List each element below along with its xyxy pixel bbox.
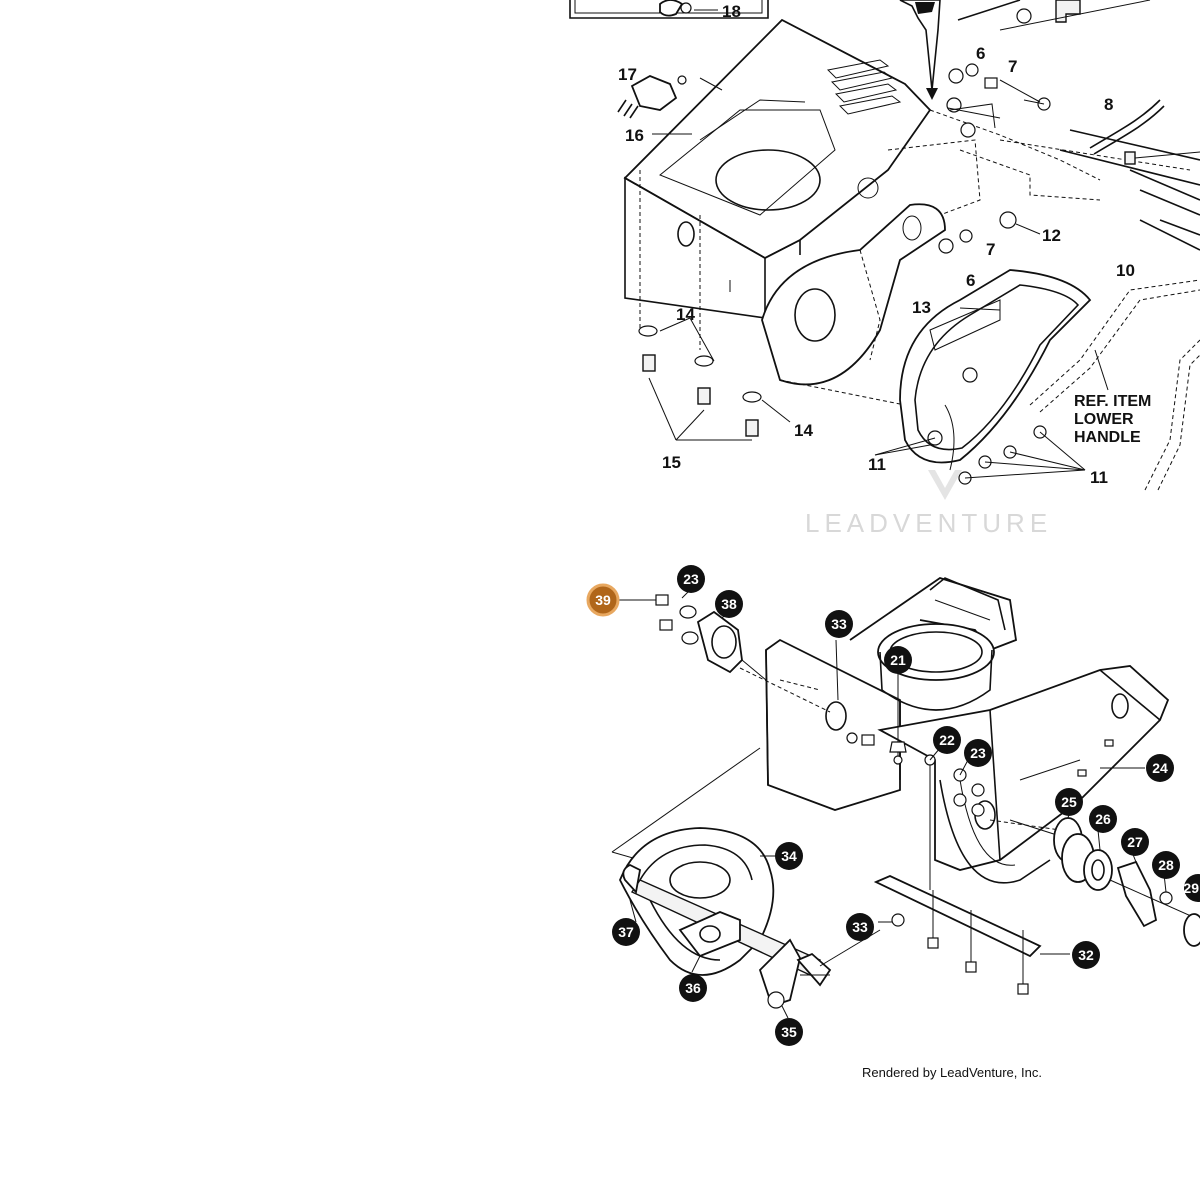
callout-28[interactable]: 28 <box>1152 851 1180 879</box>
callout-33-number: 33 <box>831 616 847 632</box>
ref-item-line-3: HANDLE <box>1074 429 1141 446</box>
render-credit: Rendered by LeadVenture, Inc. <box>862 1065 1042 1080</box>
callout-23-second-number: 23 <box>970 745 986 761</box>
callout-27[interactable]: 27 <box>1121 828 1149 856</box>
part-label-11a: 11 <box>868 455 886 474</box>
part-label-7: 7 <box>1008 57 1017 76</box>
callout-34[interactable]: 34 <box>775 842 803 870</box>
callout-37[interactable]: 37 <box>612 918 640 946</box>
callout-35[interactable]: 35 <box>775 1018 803 1046</box>
ref-item-line-1: REF. ITEM <box>1074 393 1151 410</box>
part-label-6: 6 <box>976 44 985 63</box>
callout-32[interactable]: 32 <box>1072 941 1100 969</box>
callout-26[interactable]: 26 <box>1089 805 1117 833</box>
part-label-17: 17 <box>618 65 637 84</box>
callout-36[interactable]: 36 <box>679 974 707 1002</box>
callout-39-number: 39 <box>595 592 611 608</box>
callout-33-second-number: 33 <box>852 919 868 935</box>
callout-22-number: 22 <box>939 732 955 748</box>
part-label-10: 10 <box>1116 261 1135 280</box>
callout-33-second[interactable]: 33 <box>846 913 874 941</box>
callout-33[interactable]: 33 <box>825 610 853 638</box>
callout-34-number: 34 <box>781 848 797 864</box>
part-label-18: 18 <box>722 2 741 21</box>
callout-32-number: 32 <box>1078 947 1094 963</box>
callout-24-number: 24 <box>1152 760 1168 776</box>
part-label-13: 13 <box>912 298 931 317</box>
callout-29-number: 29 <box>1183 880 1199 896</box>
callout-36-number: 36 <box>685 980 701 996</box>
part-label-12: 12 <box>1042 226 1061 245</box>
part-label-11b: 11 <box>1090 468 1108 487</box>
callout-26-number: 26 <box>1095 811 1111 827</box>
callout-21[interactable]: 21 <box>884 646 912 674</box>
callout-27-number: 27 <box>1127 834 1143 850</box>
callout-28-number: 28 <box>1158 857 1174 873</box>
part-label-15: 15 <box>662 453 681 472</box>
callout-22[interactable]: 22 <box>933 726 961 754</box>
callout-21-number: 21 <box>890 652 906 668</box>
callout-35-number: 35 <box>781 1024 797 1040</box>
part-callouts: 39 23 38 33 21 22 23 24 25 26 27 <box>586 565 1200 1046</box>
ref-item-line-2: LOWER <box>1074 411 1134 428</box>
callout-25[interactable]: 25 <box>1055 788 1083 816</box>
callout-38-number: 38 <box>721 596 737 612</box>
callout-38[interactable]: 38 <box>715 590 743 618</box>
callout-23-second[interactable]: 23 <box>964 739 992 767</box>
part-label-16: 16 <box>625 126 644 145</box>
callout-23-number: 23 <box>683 571 699 587</box>
watermark: LEADVENTURE <box>805 470 1052 538</box>
callout-37-number: 37 <box>618 924 634 940</box>
top-assembly-labels: 18 6 7 8 17 16 12 7 6 10 13 14 14 15 11 … <box>618 2 1151 487</box>
part-label-6b: 6 <box>966 271 975 290</box>
callout-39[interactable]: 39 <box>586 583 620 617</box>
callout-23[interactable]: 23 <box>677 565 705 593</box>
part-label-14a: 14 <box>676 305 695 324</box>
part-label-14b: 14 <box>794 421 813 440</box>
callout-25-number: 25 <box>1061 794 1077 810</box>
top-assembly-drawing <box>569 0 1200 491</box>
bottom-assembly-drawing <box>611 577 1200 1019</box>
part-label-7b: 7 <box>986 240 995 259</box>
callout-24[interactable]: 24 <box>1146 754 1174 782</box>
callout-29[interactable]: 29 <box>1183 874 1200 902</box>
watermark-text: LEADVENTURE <box>805 508 1052 538</box>
part-label-8: 8 <box>1104 95 1113 114</box>
